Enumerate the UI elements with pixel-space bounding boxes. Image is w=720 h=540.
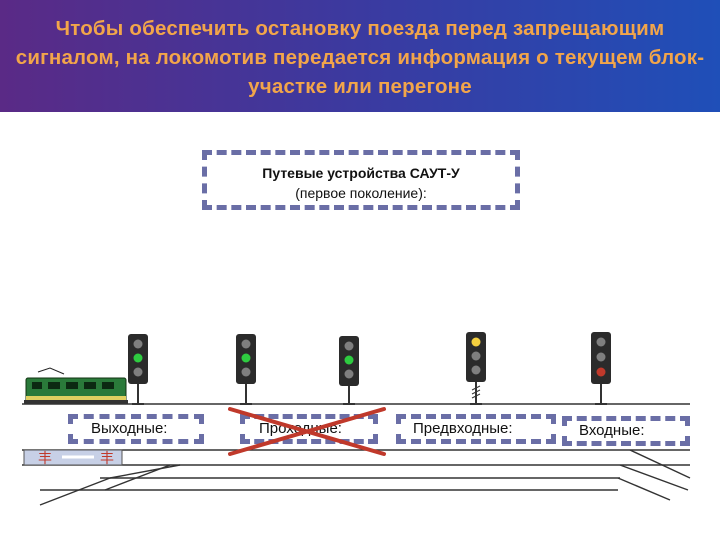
station-mark-left: 丰 — [38, 451, 52, 467]
station-mark-right: 丰 — [100, 451, 114, 467]
entry-signal — [591, 332, 611, 405]
exit-signal — [128, 334, 148, 405]
pre-entry-signal — [466, 332, 486, 405]
entry-devices-label: Входные: — [562, 416, 690, 446]
locomotive — [24, 367, 128, 404]
saut-box-title: Путевые устройства САУТ-У — [262, 165, 460, 181]
exit-devices-text: Выходные: — [91, 420, 168, 437]
cross-out-mark — [228, 407, 386, 456]
passing-signal-2 — [339, 336, 359, 405]
saut-devices-box: Путевые устройства САУТ-У (первое поколе… — [202, 150, 520, 210]
pre-entry-devices-label: Предвходные: — [396, 414, 556, 444]
passing-signal-1-lamp-1 — [241, 339, 251, 349]
passing-signal-1 — [236, 334, 256, 405]
exit-signal-lamp-3 — [133, 367, 143, 377]
passing-signal-2-lamp-3 — [344, 369, 354, 379]
entry-signal-lamp-1 — [596, 337, 606, 347]
pre-entry-signal-lamp-3 — [471, 365, 481, 375]
station-block: 丰 丰 — [23, 449, 123, 467]
pre-entry-signal-lamp-1 — [471, 337, 481, 347]
passing-signal-1-lamp-2 — [241, 353, 251, 363]
entry-devices-text: Входные: — [579, 422, 645, 439]
pre-entry-signal-lamp-2 — [471, 351, 481, 361]
saut-box-subtitle: (первое поколение): — [295, 185, 427, 201]
header-banner: Чтобы обеспечить остановку поезда перед … — [0, 0, 720, 112]
exit-devices-label: Выходные: — [68, 414, 204, 444]
pre-entry-devices-text: Предвходные: — [413, 420, 513, 437]
header-title: Чтобы обеспечить остановку поезда перед … — [15, 17, 705, 98]
exit-signal-lamp-1 — [133, 339, 143, 349]
exit-signal-lamp-2 — [133, 353, 143, 363]
passing-signal-2-lamp-1 — [344, 341, 354, 351]
passing-signal-2-lamp-2 — [344, 355, 354, 365]
passing-signal-1-lamp-3 — [241, 367, 251, 377]
pre-entry-signal-stripes — [471, 385, 481, 399]
entry-signal-lamp-3 — [596, 367, 606, 377]
entry-signal-lamp-2 — [596, 352, 606, 362]
